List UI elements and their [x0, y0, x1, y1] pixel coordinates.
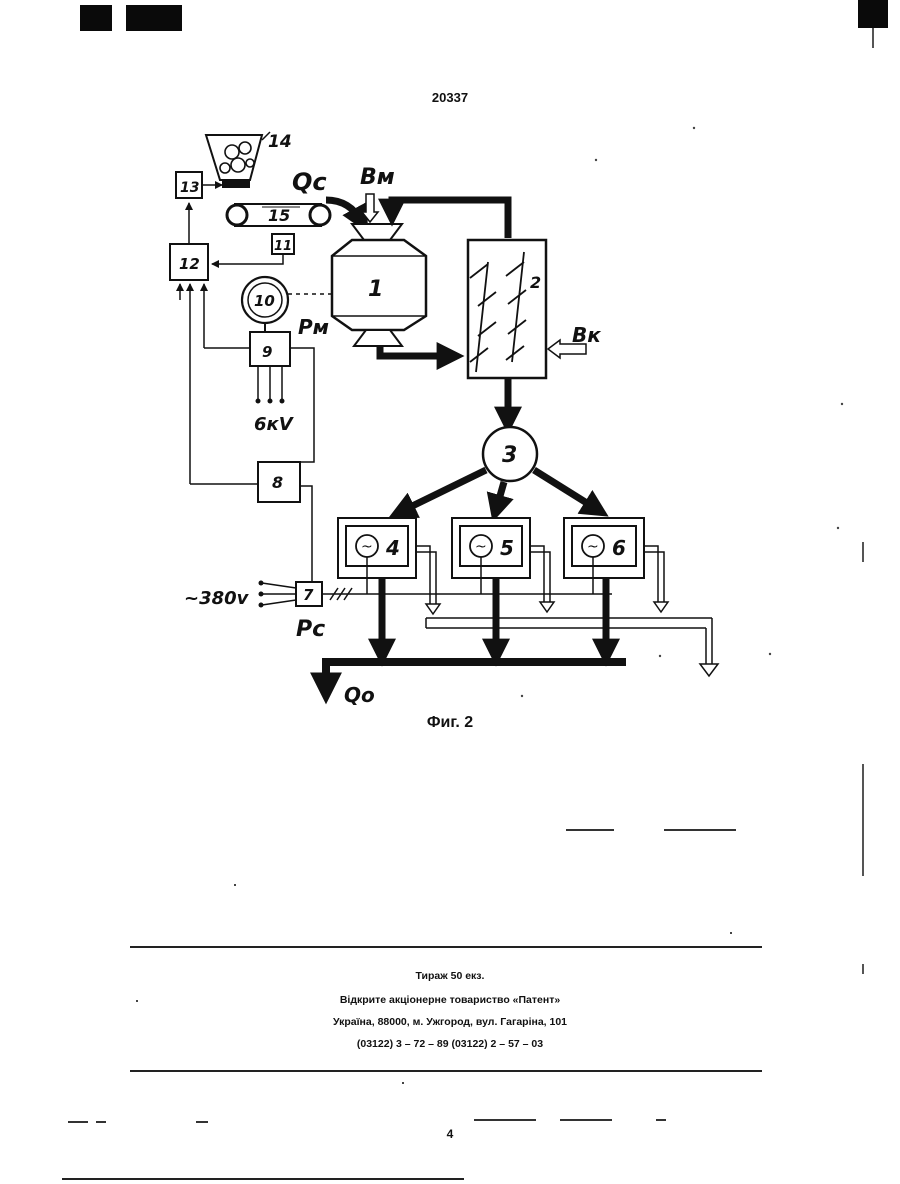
label-1: 1: [368, 277, 383, 302]
scan-dash: [566, 829, 614, 831]
label-11: 11: [274, 239, 292, 254]
scan-dash: [656, 1119, 666, 1121]
label-5: 5: [500, 536, 514, 560]
imprint-top-rule: [130, 946, 762, 948]
hopper-14: 14: [206, 132, 292, 188]
scan-speck: [730, 932, 732, 934]
scan-dash: [196, 1121, 208, 1123]
label-bm: Bм: [360, 165, 395, 190]
label-q0: Qo: [344, 683, 375, 707]
label-4: 4: [385, 536, 400, 560]
scan-tick: [862, 542, 864, 562]
label-12: 12: [179, 255, 200, 273]
label-15: 15: [268, 206, 290, 225]
imprint-address: Україна, 88000, м. Ужгород, вул. Гагарін…: [0, 1016, 900, 1028]
label-3: 3: [502, 443, 517, 468]
imprint-bottom-rule: [130, 1070, 762, 1072]
mill-1: 1: [332, 224, 426, 346]
label-6kv: 6кV: [254, 414, 295, 435]
figure-caption: Фиг. 2: [0, 714, 900, 732]
process-diagram: 14 15 Qc 13 12 11 10 9 6кV Pм: [0, 0, 900, 760]
label-14: 14: [268, 132, 292, 152]
label-qc: Qc: [292, 168, 327, 196]
label-13: 13: [180, 180, 199, 196]
scan-dash: [68, 1121, 88, 1123]
scan-dash: [474, 1119, 536, 1121]
svg-text:~: ~: [361, 539, 373, 555]
generator-unit-4: ~ 4: [338, 518, 416, 578]
conveyor-15: 15: [227, 204, 330, 226]
label-6: 6: [612, 536, 626, 560]
label-380v: ~380v: [184, 588, 250, 609]
label-8: 8: [272, 473, 283, 492]
generator-unit-6: ~ 6: [564, 518, 644, 578]
scan-dash: [96, 1121, 106, 1123]
imprint-print-run: Тираж 50 екз.: [0, 970, 900, 982]
label-pm: Pм: [298, 315, 329, 339]
scan-dash: [664, 829, 736, 831]
scan-tick: [862, 764, 864, 876]
scan-speck: [234, 884, 236, 886]
label-9: 9: [262, 343, 272, 361]
scan-speck: [402, 1082, 404, 1084]
label-10: 10: [254, 292, 275, 310]
page-number: 4: [0, 1127, 900, 1141]
label-2: 2: [530, 273, 541, 292]
svg-text:~: ~: [587, 539, 599, 555]
imprint-phones: (03122) 3 – 72 – 89 (03122) 2 – 57 – 03: [0, 1038, 900, 1050]
separator-2: [468, 240, 546, 378]
generator-unit-5: ~ 5: [452, 518, 530, 578]
footer-rule: [62, 1178, 464, 1180]
imprint-publisher: Відкрите акціонерне товариство «Патент»: [0, 994, 900, 1006]
coal-feed-arrow: [326, 200, 362, 222]
label-7: 7: [303, 586, 314, 604]
scan-dash: [560, 1119, 612, 1121]
label-pc: Pc: [296, 617, 325, 642]
svg-text:~: ~: [475, 539, 487, 555]
